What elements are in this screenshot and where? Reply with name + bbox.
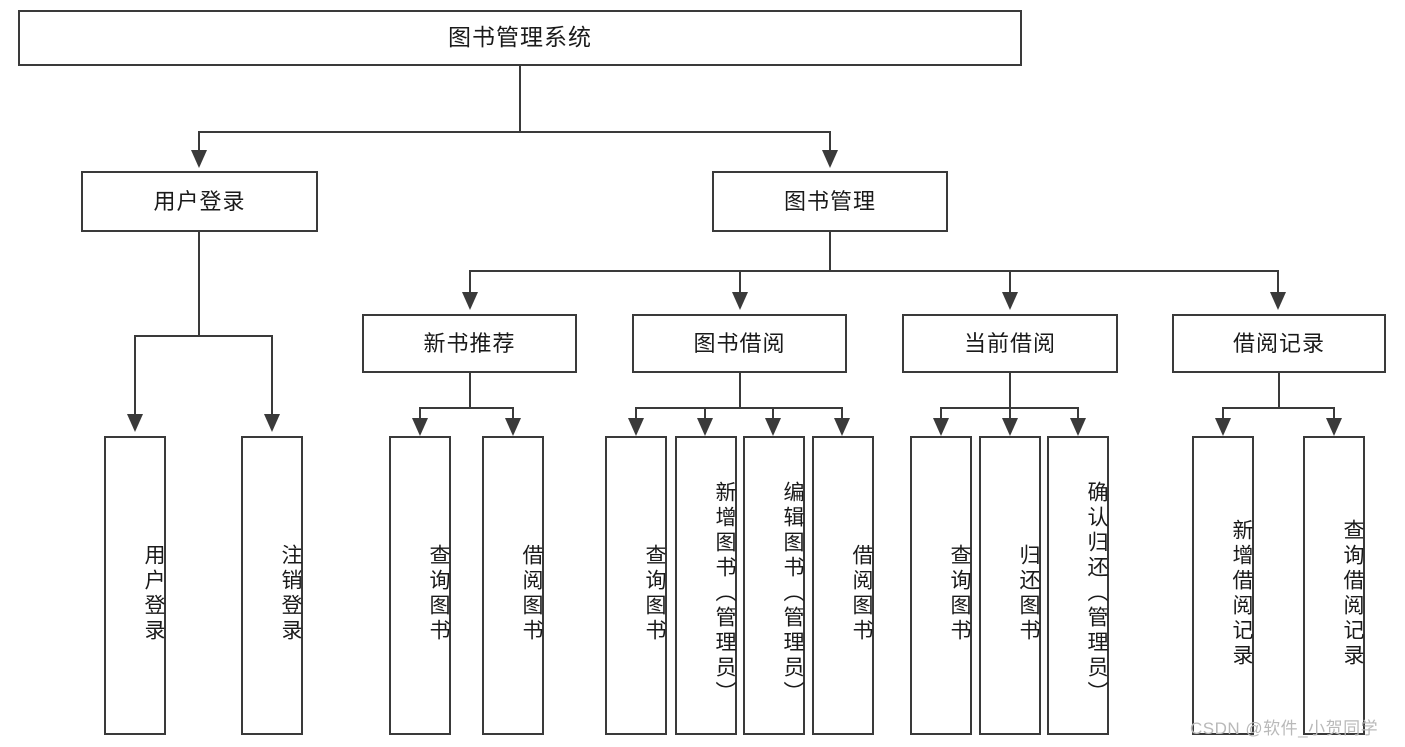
arrowhead-book-manage-child-4 <box>1270 292 1286 310</box>
arrowhead-current-borrow-leaf-3 <box>1070 418 1086 436</box>
connector-current-borrow-stem <box>1009 373 1011 408</box>
connector-user-login-leaf-2 <box>271 335 273 415</box>
node-label: 查询图书 <box>427 543 450 644</box>
node-label: 查询借阅记录 <box>1341 518 1364 669</box>
connector-user-login-leaf-1 <box>134 335 136 415</box>
node-leaf-add-book-admin[interactable]: 新增图书（管理员） <box>675 436 737 735</box>
node-label: 用户登录 <box>142 543 165 644</box>
node-leaf-user-logout[interactable]: 注销登录 <box>241 436 303 735</box>
node-label: 注销登录 <box>279 543 302 644</box>
node-leaf-query-book-recommend[interactable]: 查询图书 <box>389 436 451 735</box>
node-label: 查询图书 <box>643 543 666 644</box>
arrowhead-book-borrow-leaf-1 <box>628 418 644 436</box>
node-leaf-return-book[interactable]: 归还图书 <box>979 436 1041 735</box>
arrowhead-book-borrow-leaf-3 <box>765 418 781 436</box>
node-label: 用户登录 <box>153 188 246 214</box>
connector-current-borrow-leaf-2 <box>1009 407 1011 419</box>
connector-book-borrow-stem <box>739 373 741 408</box>
node-label: 图书管理系统 <box>448 24 592 51</box>
connector-root-stem <box>519 66 521 132</box>
node-label: 图书管理 <box>783 188 876 214</box>
connector-new-book-bar <box>419 407 514 409</box>
connector-new-book-leaf-2 <box>512 407 514 419</box>
arrowhead-user-login-leaf-1 <box>127 414 143 432</box>
node-label: 查询图书 <box>948 543 971 644</box>
node-leaf-confirm-return-admin[interactable]: 确认归还（管理员） <box>1047 436 1109 735</box>
connector-root-to-user-login <box>198 131 200 153</box>
arrowhead-book-manage-child-1 <box>462 292 478 310</box>
connector-borrow-record-leaf-1 <box>1222 407 1224 419</box>
connector-book-borrow-leaf-2 <box>704 407 706 419</box>
node-label: 借阅图书 <box>520 543 543 644</box>
arrowhead-book-borrow-leaf-4 <box>834 418 850 436</box>
arrowhead-borrow-record-leaf-1 <box>1215 418 1231 436</box>
arrowhead-root-to-book-manage <box>822 150 838 168</box>
node-leaf-edit-book-admin[interactable]: 编辑图书（管理员） <box>743 436 805 735</box>
arrowhead-borrow-record-leaf-2 <box>1326 418 1342 436</box>
arrowhead-book-borrow-leaf-2 <box>697 418 713 436</box>
node-label: 图书借阅 <box>693 330 786 356</box>
connector-book-borrow-leaf-1 <box>635 407 637 419</box>
node-label: 编辑图书（管理员） <box>781 481 804 706</box>
connector-book-borrow-leaf-4 <box>841 407 843 419</box>
connector-new-book-leaf-1 <box>419 407 421 419</box>
node-label: 借阅记录 <box>1232 330 1325 356</box>
node-leaf-query-borrow-record[interactable]: 查询借阅记录 <box>1303 436 1365 735</box>
connector-book-manage-child-3 <box>1009 270 1011 293</box>
connector-user-login-stem <box>198 232 200 336</box>
connector-borrow-record-leaf-2 <box>1333 407 1335 419</box>
arrowhead-new-book-leaf-2 <box>505 418 521 436</box>
node-borrow-record[interactable]: 借阅记录 <box>1172 314 1386 373</box>
node-leaf-query-book-borrow[interactable]: 查询图书 <box>605 436 667 735</box>
node-user-login[interactable]: 用户登录 <box>81 171 318 232</box>
arrowhead-current-borrow-leaf-2 <box>1002 418 1018 436</box>
connector-user-login-bar <box>134 335 272 337</box>
connector-book-borrow-bar <box>635 407 843 409</box>
node-leaf-borrow-book-recommend[interactable]: 借阅图书 <box>482 436 544 735</box>
node-label: 确认归还（管理员） <box>1085 481 1108 706</box>
node-leaf-borrow-book[interactable]: 借阅图书 <box>812 436 874 735</box>
connector-book-manage-stem <box>829 232 831 272</box>
node-label: 新增借阅记录 <box>1230 518 1253 669</box>
arrowhead-book-manage-child-3 <box>1002 292 1018 310</box>
node-new-book-recommend[interactable]: 新书推荐 <box>362 314 577 373</box>
connector-borrow-record-bar <box>1222 407 1335 409</box>
node-label: 归还图书 <box>1017 543 1040 644</box>
node-leaf-user-login[interactable]: 用户登录 <box>104 436 166 735</box>
node-label: 新书推荐 <box>423 330 516 356</box>
node-current-borrow[interactable]: 当前借阅 <box>902 314 1118 373</box>
node-book-borrow[interactable]: 图书借阅 <box>632 314 847 373</box>
node-leaf-add-borrow-record[interactable]: 新增借阅记录 <box>1192 436 1254 735</box>
connector-book-manage-child-1 <box>469 270 471 293</box>
arrowhead-root-to-user-login <box>191 150 207 168</box>
node-book-manage[interactable]: 图书管理 <box>712 171 948 232</box>
node-root-system[interactable]: 图书管理系统 <box>18 10 1022 66</box>
connector-borrow-record-stem <box>1278 373 1280 408</box>
connector-current-borrow-leaf-1 <box>940 407 942 419</box>
arrowhead-user-login-leaf-2 <box>264 414 280 432</box>
arrowhead-current-borrow-leaf-1 <box>933 418 949 436</box>
arrowhead-new-book-leaf-1 <box>412 418 428 436</box>
csdn-watermark: CSDN @软件_小贺同学 <box>1190 719 1379 738</box>
connector-root-bar <box>198 131 830 133</box>
connector-book-manage-child-4 <box>1277 270 1279 293</box>
connector-current-borrow-leaf-3 <box>1077 407 1079 419</box>
connector-new-book-stem <box>469 373 471 408</box>
connector-book-borrow-leaf-3 <box>772 407 774 419</box>
connector-root-to-book-manage <box>829 131 831 153</box>
connector-book-manage-child-2 <box>739 270 741 293</box>
node-label: 新增图书（管理员） <box>713 481 736 706</box>
node-leaf-query-book-current[interactable]: 查询图书 <box>910 436 972 735</box>
arrowhead-book-manage-child-2 <box>732 292 748 310</box>
node-label: 当前借阅 <box>963 330 1056 356</box>
node-label: 借阅图书 <box>850 543 873 644</box>
connector-book-manage-bar <box>469 270 1279 272</box>
